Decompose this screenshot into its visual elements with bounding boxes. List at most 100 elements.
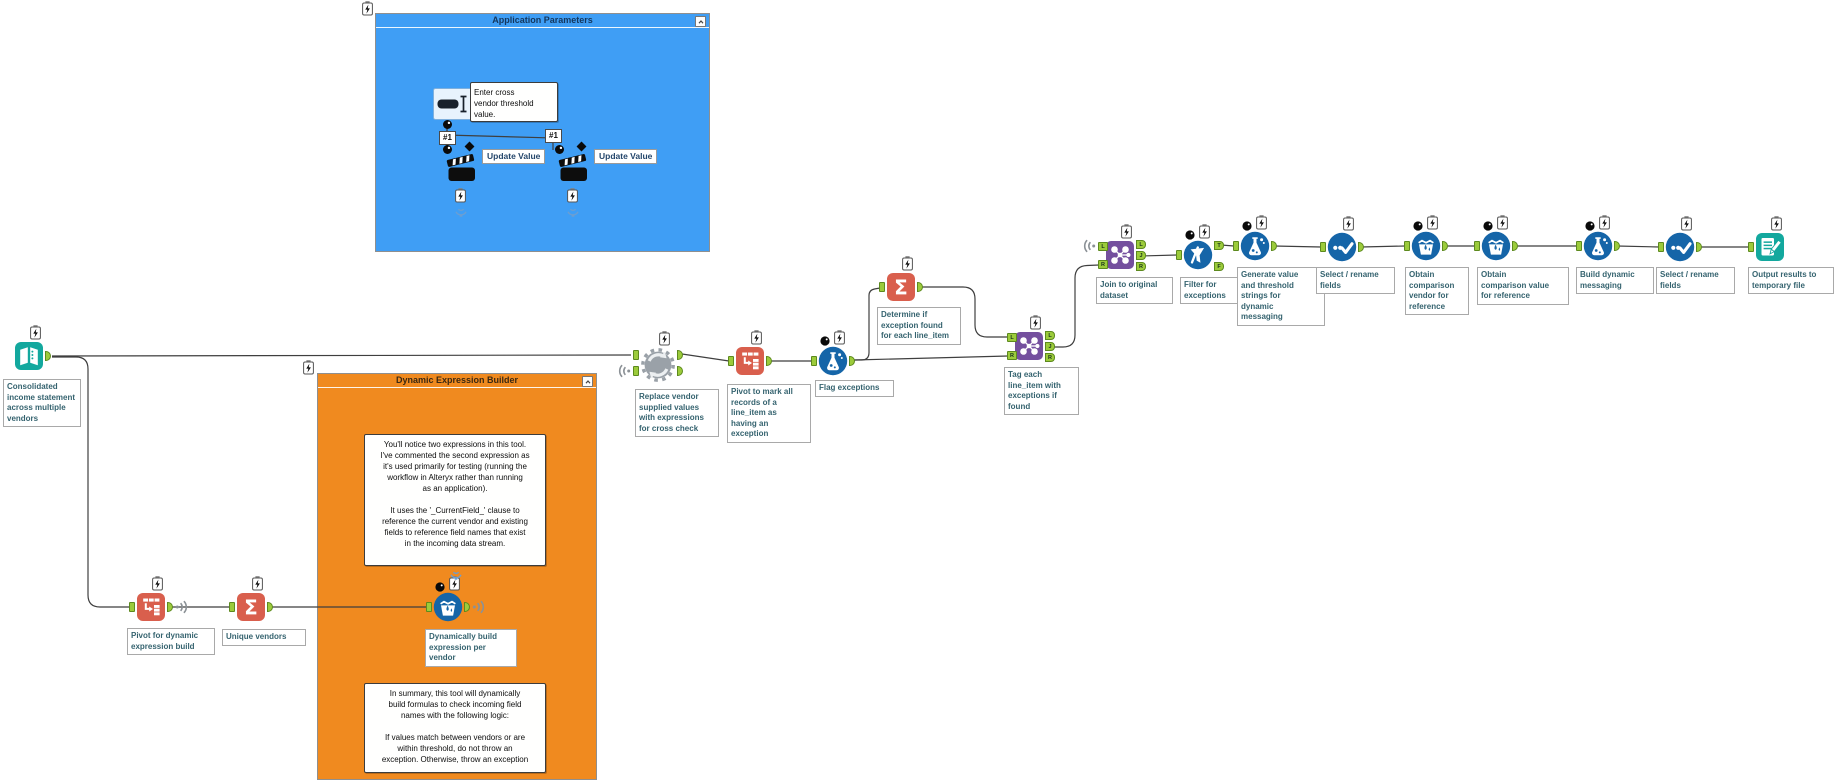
output-anchor[interactable]	[849, 356, 855, 366]
tool-obtain-comparison-value[interactable]	[1474, 215, 1518, 261]
tool-unique-vendors[interactable]: Σ	[229, 576, 273, 622]
container-title[interactable]: Application Parameters	[376, 14, 709, 28]
input-anchor[interactable]	[129, 602, 135, 612]
tool-dynamically-build-expression[interactable]	[426, 571, 485, 622]
action-icon	[558, 150, 588, 191]
output-anchor[interactable]	[766, 356, 772, 366]
tool-action-update-2[interactable]	[555, 141, 588, 217]
output-anchor[interactable]: J	[1045, 342, 1055, 351]
output-anchor[interactable]	[1442, 241, 1448, 251]
lightning-icon	[1681, 216, 1692, 236]
output-anchor[interactable]	[1696, 242, 1702, 252]
output-anchor[interactable]	[1614, 241, 1620, 251]
filter-icon	[1183, 240, 1213, 275]
lightning-icon	[152, 576, 163, 596]
wireless-arc-icon	[454, 204, 468, 222]
output-anchor[interactable]: L	[1045, 331, 1055, 340]
collapse-button[interactable]	[582, 376, 593, 387]
input-anchor[interactable]: R	[1098, 260, 1108, 269]
lightning-icon	[30, 325, 41, 345]
output-anchor[interactable]	[1512, 241, 1518, 251]
output-anchor[interactable]	[677, 366, 683, 376]
input-anchor[interactable]	[633, 350, 639, 360]
tool-annotation: Tag each line_item with exceptions if fo…	[1004, 367, 1079, 416]
tool-select-rename-2[interactable]	[1658, 216, 1702, 262]
input-anchor[interactable]: L	[1007, 333, 1017, 342]
tool-dynamic-replace[interactable]	[618, 331, 683, 383]
input-anchor[interactable]	[1404, 241, 1410, 251]
input-anchor[interactable]	[1233, 241, 1239, 251]
output-anchor[interactable]	[267, 602, 273, 612]
tool-obtain-comparison-vendor[interactable]	[1404, 215, 1448, 261]
tool-pivot-for-expression-build[interactable]	[129, 576, 188, 622]
join-icon	[1014, 331, 1044, 366]
input-anchor[interactable]	[811, 356, 817, 366]
lightning-icon	[1030, 315, 1041, 335]
output-anchor[interactable]: F	[1214, 262, 1224, 271]
tool-flag-exceptions[interactable]	[811, 330, 855, 376]
input-anchor[interactable]: R	[1007, 351, 1017, 360]
connection-wire	[1273, 245, 1322, 248]
output-anchor[interactable]: R	[1136, 262, 1146, 271]
interface-anchor[interactable]	[443, 145, 452, 154]
status-dot-icon	[435, 579, 445, 597]
connection-wire	[853, 355, 1009, 361]
input-anchor[interactable]	[1576, 241, 1582, 251]
output-anchor[interactable]	[167, 602, 173, 612]
output-anchor[interactable]	[1358, 242, 1364, 252]
join-icon	[1105, 240, 1135, 275]
tool-generate-strings[interactable]	[1233, 215, 1277, 261]
container-lightning-icon	[303, 360, 314, 380]
tool-input-data[interactable]	[14, 325, 51, 371]
input-anchor[interactable]	[728, 356, 734, 366]
output-anchor[interactable]	[917, 282, 923, 292]
tool-annotation: Flag exceptions	[815, 380, 894, 397]
connection-wire	[922, 286, 1008, 338]
input-anchor[interactable]	[1320, 242, 1326, 252]
output-anchor[interactable]	[677, 350, 683, 360]
tool-annotation: Select / rename fields	[1656, 267, 1735, 295]
output-anchor[interactable]: L	[1136, 240, 1146, 249]
tool-output-temporary-file[interactable]	[1748, 216, 1785, 262]
input-anchor[interactable]	[1748, 242, 1754, 252]
input-anchor[interactable]	[633, 366, 639, 376]
crosstab-icon	[136, 592, 166, 627]
container-title[interactable]: Dynamic Expression Builder	[318, 374, 596, 388]
crosstab-icon	[735, 346, 765, 381]
select-icon	[1665, 232, 1695, 267]
tool-annotation: Pivot for dynamic expression build	[127, 628, 215, 656]
tool-action-update-1[interactable]	[443, 141, 476, 217]
input-anchor[interactable]	[426, 602, 432, 612]
lightning-icon	[1121, 224, 1132, 244]
status-dot-icon	[1413, 218, 1423, 236]
input-anchor[interactable]	[1474, 241, 1480, 251]
input-anchor[interactable]	[229, 602, 235, 612]
tool-pivot-mark-exceptions[interactable]	[728, 330, 772, 376]
tool-select-rename-1[interactable]	[1320, 216, 1364, 262]
lightning-icon	[1256, 215, 1267, 235]
tool-annotation: Filter for exceptions	[1180, 277, 1246, 305]
output-anchor[interactable]: R	[1045, 353, 1055, 362]
input-anchor[interactable]	[1176, 250, 1182, 260]
output-anchor[interactable]: J	[1136, 251, 1146, 260]
output-anchor[interactable]	[45, 351, 51, 361]
input-anchor[interactable]	[1658, 242, 1664, 252]
collapse-button[interactable]	[695, 16, 706, 27]
input-anchor[interactable]: L	[1098, 242, 1108, 251]
interface-anchor[interactable]	[555, 145, 564, 154]
summarize-icon: Σ	[886, 272, 916, 307]
output-anchor[interactable]	[464, 602, 470, 612]
tool-annotation: Replace vendor supplied values with expr…	[635, 389, 719, 438]
tool-threshold-textbox[interactable]	[433, 88, 473, 129]
output-anchor[interactable]: T	[1214, 241, 1224, 250]
tool-determine-exception-found[interactable]: Σ	[879, 256, 923, 302]
lightning-icon	[252, 576, 263, 596]
tool-build-dynamic-messaging[interactable]	[1576, 215, 1620, 261]
output-anchor[interactable]	[1271, 241, 1277, 251]
interface-anchor[interactable]	[443, 120, 452, 129]
input-anchor[interactable]	[879, 282, 885, 292]
